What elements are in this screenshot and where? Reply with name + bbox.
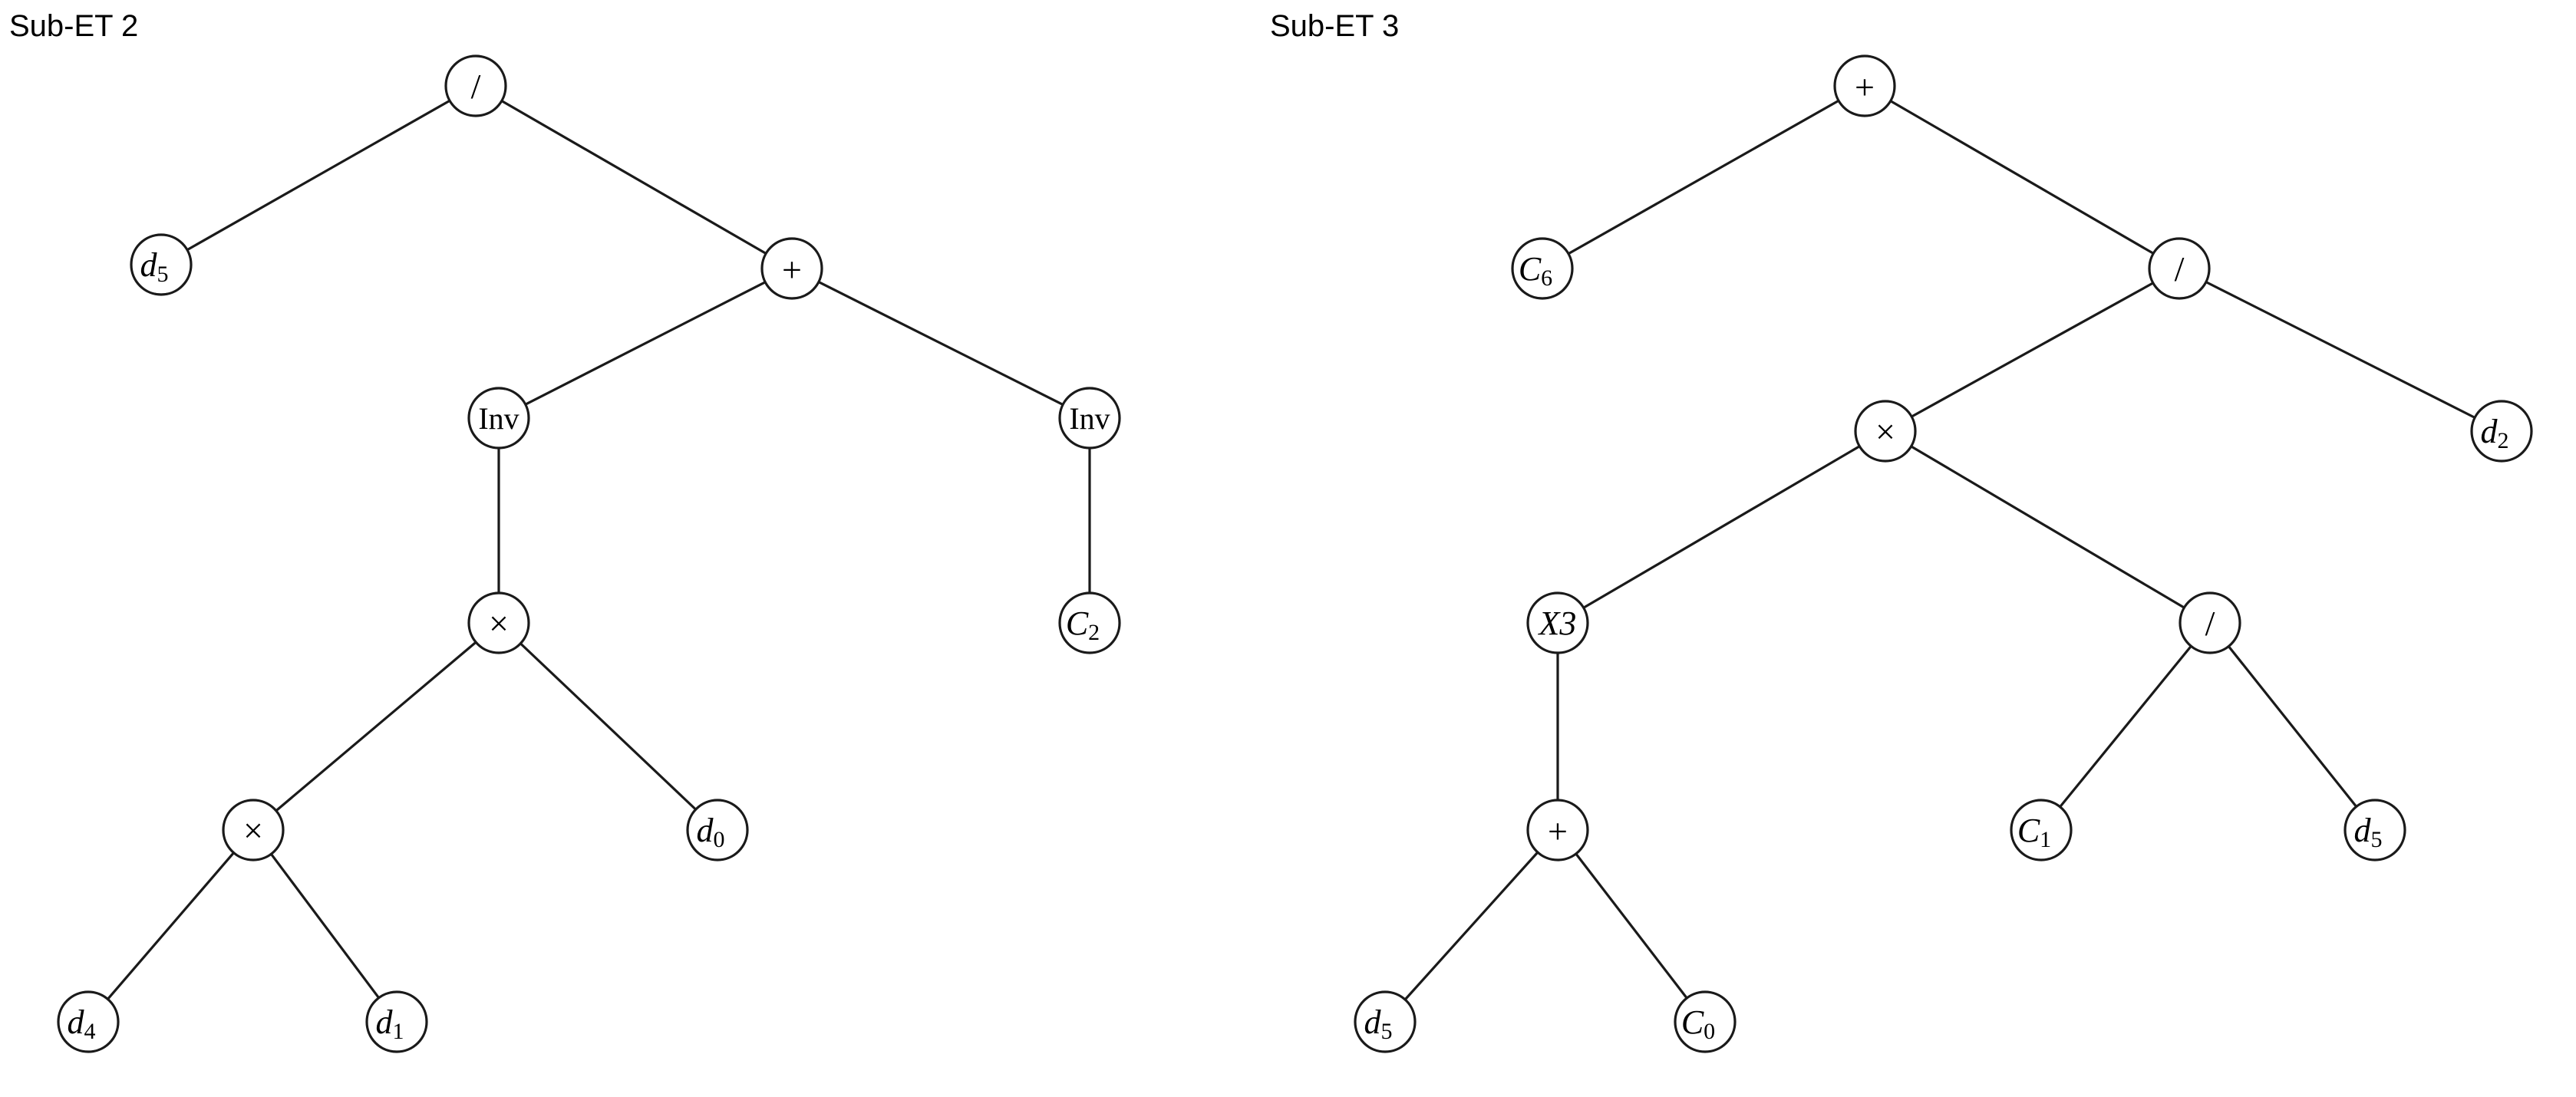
node-circle [760, 237, 823, 300]
tree-node[interactable]: / [444, 54, 507, 117]
tree-edge [519, 641, 698, 812]
node-label: d0 [697, 812, 725, 852]
tree-node[interactable]: d0 [686, 799, 749, 861]
tree-node[interactable]: / [2148, 237, 2211, 300]
node-label: C2 [1066, 605, 1100, 645]
tree-edge [1909, 444, 2186, 610]
tree-node[interactable]: + [1833, 54, 1896, 117]
node-circle [365, 990, 428, 1053]
tree-node[interactable]: C2 [1058, 591, 1121, 654]
tree-node[interactable]: Inv [467, 387, 530, 450]
node-label: d1 [376, 1003, 404, 1044]
tree-edge [269, 852, 381, 1000]
node-label: d5 [140, 246, 169, 287]
node-label: d5 [1364, 1003, 1393, 1044]
node-label: d5 [2354, 812, 2383, 852]
node-label: / [2175, 249, 2185, 288]
node-circle [444, 54, 507, 117]
node-circle [2179, 591, 2241, 654]
tree-edge [1574, 852, 1689, 1000]
node-label: + [782, 250, 802, 289]
node-circle [57, 990, 120, 1053]
node-circle [467, 591, 530, 654]
edges-layer [106, 99, 2476, 1001]
node-label: × [489, 604, 509, 643]
node-label: C0 [1681, 1003, 1715, 1044]
node-circle [222, 799, 285, 861]
tree-node[interactable]: Inv [1058, 387, 1121, 450]
tree-edge [817, 280, 1064, 407]
node-label: / [471, 67, 481, 106]
tree-edge [1582, 444, 1862, 610]
tree-node[interactable]: d4 [57, 990, 120, 1053]
tree-node[interactable]: / [2179, 591, 2241, 654]
node-circle [130, 233, 193, 296]
node-circle [686, 799, 749, 861]
tree-edge [2227, 644, 2358, 809]
tree-edge [275, 641, 477, 812]
tree-node[interactable]: X3 [1526, 591, 1589, 654]
node-label: × [1875, 412, 1895, 451]
tree-edge [2205, 280, 2476, 420]
tree-edge [1889, 99, 2155, 255]
node-label: Inv [478, 401, 519, 436]
node-circle [1058, 387, 1121, 450]
tree-node[interactable]: d5 [2343, 799, 2406, 861]
node-circle [467, 387, 530, 450]
node-label: d2 [2481, 413, 2509, 453]
node-label: + [1548, 812, 1568, 851]
node-circle [1511, 237, 1574, 300]
tree-node[interactable]: × [222, 799, 285, 861]
tree-edge [1403, 851, 1539, 1001]
tree-node[interactable]: × [1854, 400, 1917, 463]
tree-node[interactable]: d5 [130, 233, 193, 296]
tree-edge [524, 280, 767, 407]
node-label: / [2205, 604, 2215, 643]
tree-edge [106, 851, 236, 1001]
node-label: X3 [1538, 605, 1577, 642]
tree-node[interactable]: d1 [365, 990, 428, 1053]
node-circle [1354, 990, 1417, 1053]
node-label: × [243, 811, 263, 850]
sub-et-3-title: Sub-ET 3 [1270, 9, 1400, 43]
tree-edge [500, 99, 767, 255]
node-circle [2470, 400, 2533, 463]
node-label: + [1855, 68, 1875, 107]
node-circle [1674, 990, 1737, 1053]
tree-node[interactable]: + [1526, 799, 1589, 861]
tree-node[interactable]: C0 [1674, 990, 1737, 1053]
tree-node[interactable]: d2 [2470, 400, 2533, 463]
node-circle [2343, 799, 2406, 861]
tree-edge [1567, 99, 1840, 255]
node-circle [1526, 799, 1589, 861]
node-label: Inv [1069, 401, 1110, 436]
node-circle [1854, 400, 1917, 463]
tree-node[interactable]: C1 [2010, 799, 2073, 861]
node-circle [1833, 54, 1896, 117]
tree-node[interactable]: × [467, 591, 530, 654]
node-circle [1058, 591, 1121, 654]
node-circle [2010, 799, 2073, 861]
node-label: d4 [68, 1003, 96, 1044]
node-circle [2148, 237, 2211, 300]
tree-edge [1910, 282, 2155, 418]
tree-node[interactable]: d5 [1354, 990, 1417, 1053]
tree-edge [2058, 644, 2193, 809]
node-circle [1526, 591, 1589, 654]
sub-et-2-title: Sub-ET 2 [9, 9, 139, 43]
node-label: C6 [1519, 250, 1552, 291]
node-label: C1 [2017, 812, 2051, 852]
tree-node[interactable]: C6 [1511, 237, 1574, 300]
tree-edge [186, 99, 451, 252]
tree-node[interactable]: + [760, 237, 823, 300]
